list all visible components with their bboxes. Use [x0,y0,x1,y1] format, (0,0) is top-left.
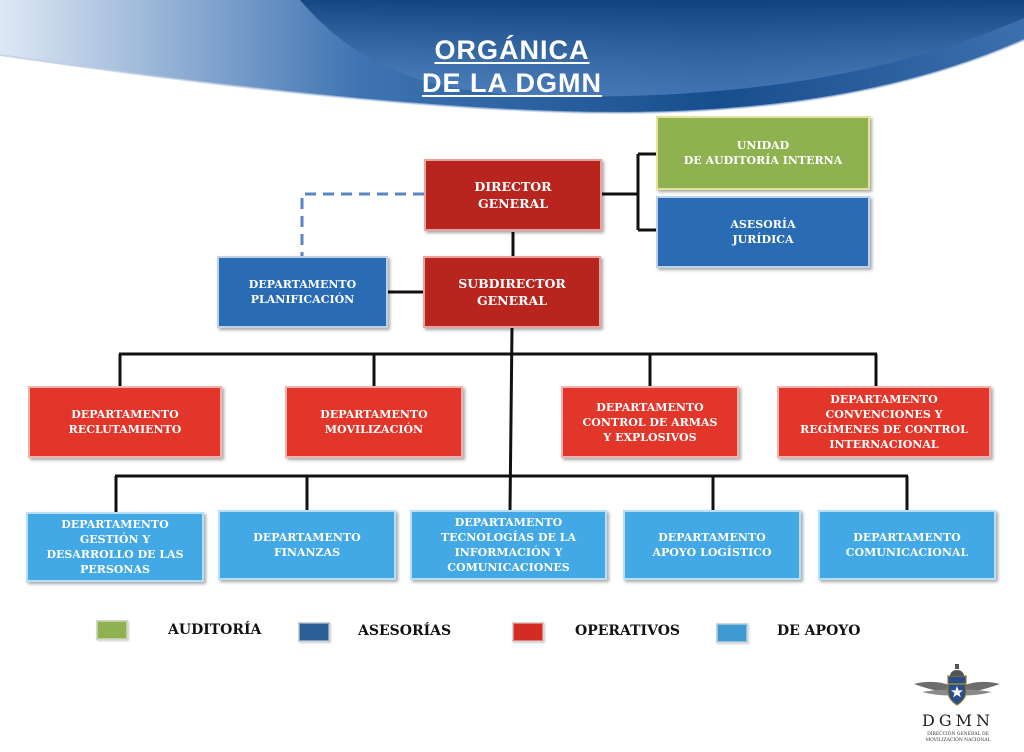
box-departamento-gestion-personas: DEPARTAMENTO GESTIÓN Y DESARROLLO DE LAS… [26,512,204,582]
title-line-2: DE LA DGMN [422,68,602,98]
box-departamento-comunicacional: DEPARTAMENTO COMUNICACIONAL [818,510,996,580]
dgmn-emblem-icon [914,664,1000,706]
box-auditoria-interna: UNIDAD DE AUDITORÍA INTERNA [656,116,870,190]
box-asesoria-juridica: ASESORÍA JURÍDICA [656,196,870,268]
box-subdirector-general: SUBDIRECTOR GENERAL [423,256,601,328]
box-departamento-finanzas: DEPARTAMENTO FINANZAS [218,510,396,580]
logo-wordmark: DGMN [922,711,994,730]
connector-trunk [508,327,514,511]
logo-subtitle: DIRECCIÓN GENERAL DE MOVILIZACIÓN NACION… [925,732,991,743]
box-departamento-movilizacion: DEPARTAMENTO MOVILIZACIÓN [285,386,463,458]
box-departamento-tecnologias: DEPARTAMENTO TECNOLOGÍAS DE LA INFORMACI… [410,510,607,580]
legend-swatch-auditoria [96,620,128,640]
box-departamento-reclutamiento: DEPARTAMENTO RECLUTAMIENTO [28,386,222,458]
legend-swatch-apoyo [716,623,748,643]
legend-label-apoyo: DE APOYO [777,623,861,639]
box-departamento-apoyo-logistico: DEPARTAMENTO APOYO LOGÍSTICO [623,510,801,580]
page-title: ORGÁNICA DE LA DGMN [312,34,712,100]
box-departamento-planificacion: DEPARTAMENTO PLANIFICACIÓN [217,256,388,328]
legend-swatch-asesorias [298,622,330,642]
header-banner [0,0,1024,114]
box-departamento-control-armas: DEPARTAMENTO CONTROL DE ARMAS Y EXPLOSIV… [561,386,739,458]
box-director-general: DIRECTOR GENERAL [424,159,602,231]
connector-dashed-planificacion [300,192,424,257]
legend-label-operativos: OPERATIVOS [575,623,681,639]
legend-label-asesorias: ASESORÍAS [358,623,452,639]
legend-label-auditoria: AUDITORÍA [168,622,262,638]
title-line-1: ORGÁNICA [434,35,590,65]
box-departamento-convenciones: DEPARTAMENTO CONVENCIONES Y REGÍMENES DE… [777,386,991,458]
legend-swatch-operativos [512,622,544,642]
